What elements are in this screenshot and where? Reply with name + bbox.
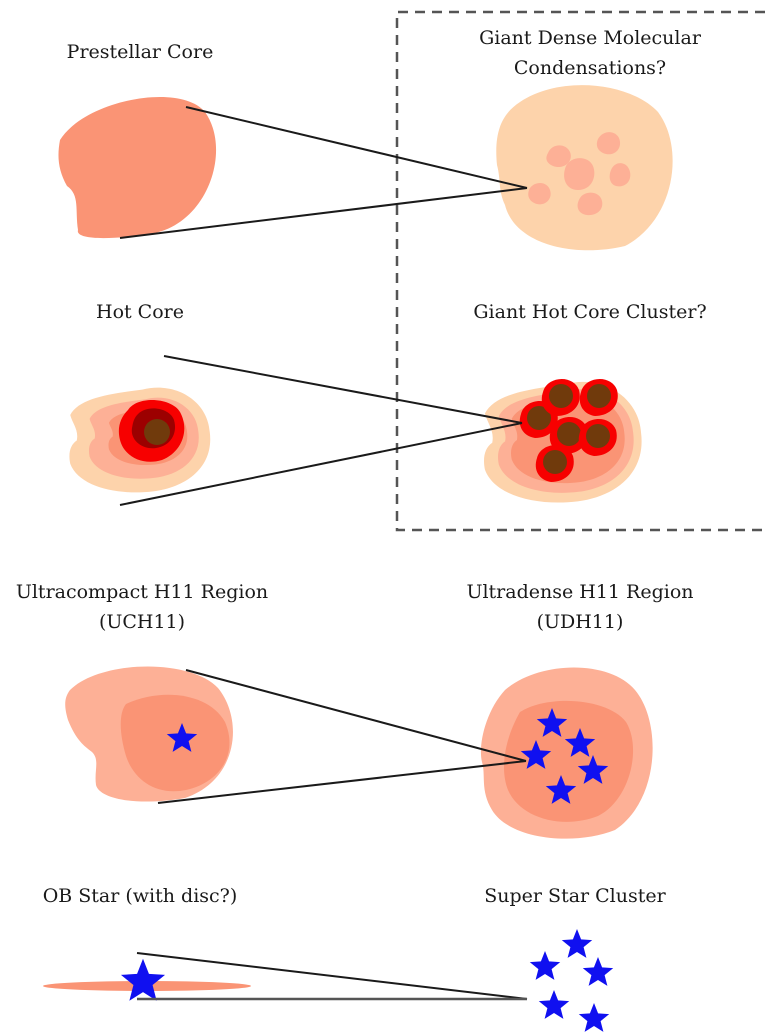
star-icon xyxy=(530,951,560,980)
star-icon xyxy=(562,929,592,958)
star-icon xyxy=(583,957,613,986)
giant-hot-core-cluster-shape xyxy=(484,379,642,503)
uchii-region-shape xyxy=(65,666,233,801)
star-icon xyxy=(579,1003,609,1032)
zoom-line xyxy=(186,670,526,761)
giant-dense-condensations-label-line1: Giant Dense Molecular xyxy=(440,26,740,51)
super-star-cluster-shape xyxy=(530,929,613,1032)
super-star-cluster-label: Super Star Cluster xyxy=(445,884,705,909)
hot-core-label: Hot Core xyxy=(40,300,240,325)
zoom-line xyxy=(186,107,527,188)
uchii-region-label-line1: Ultracompact H11 Region xyxy=(0,580,284,605)
giant-dense-condensations-shape xyxy=(496,85,672,250)
zoom-line xyxy=(137,953,527,999)
prestellar-core-label: Prestellar Core xyxy=(40,40,240,65)
udhii-region-label-line1: Ultradense H11 Region xyxy=(430,580,730,605)
giant-dense-condensations-label-line2: Condensations? xyxy=(440,56,740,81)
hot-core-shape xyxy=(69,388,210,493)
ob-star-label: OB Star (with disc?) xyxy=(20,884,260,909)
ob-star-icon xyxy=(121,959,165,1001)
giant-hot-core-cluster-label: Giant Hot Core Cluster? xyxy=(440,300,740,325)
ob-star-with-disc-shape xyxy=(43,959,251,1001)
star-icon xyxy=(539,990,569,1019)
udhii-region-label-line2: (UDH11) xyxy=(430,610,730,635)
zoom-line xyxy=(164,356,522,423)
uchii-region-label-line2: (UCH11) xyxy=(0,610,284,635)
prestellar-core-shape xyxy=(58,97,216,238)
udhii-region-shape xyxy=(481,668,653,839)
